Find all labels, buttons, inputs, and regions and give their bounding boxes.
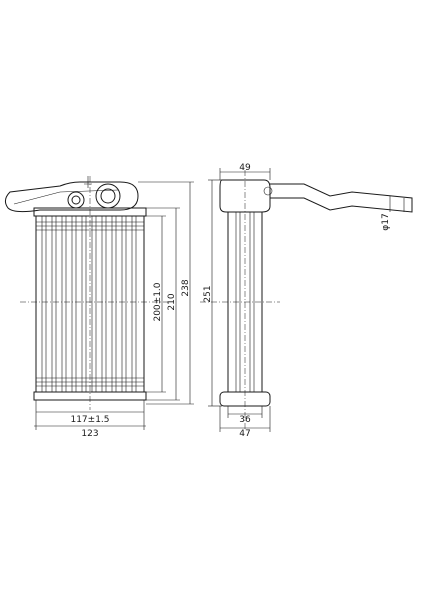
core-tubes	[41, 216, 137, 392]
dim-tank-height-label: 210	[167, 293, 177, 310]
dim-side-overall-width-label: 47	[239, 429, 250, 439]
side-view: 49 251 φ17 36 47	[200, 163, 413, 439]
dim-core-width-label: 117±1.5	[70, 415, 109, 425]
front-vertical-dimensions	[138, 181, 194, 405]
dim-front-overall-height-label: 238	[181, 279, 191, 296]
dim-pipe-diameter-label: φ17	[381, 213, 391, 230]
dim-side-overall-height-label: 251	[203, 285, 213, 302]
dim-core-height-label: 200±1.0	[153, 282, 163, 321]
dim-overall-width-label: 123	[81, 429, 98, 439]
front-view: 200±1.0 210 238 117±1.5 123	[4, 176, 194, 439]
dim-side-core-width-label: 36	[239, 415, 251, 425]
dim-side-top-width-label: 49	[239, 163, 251, 173]
side-dimensions	[208, 168, 391, 432]
front-horizontal-dimensions	[34, 400, 146, 430]
